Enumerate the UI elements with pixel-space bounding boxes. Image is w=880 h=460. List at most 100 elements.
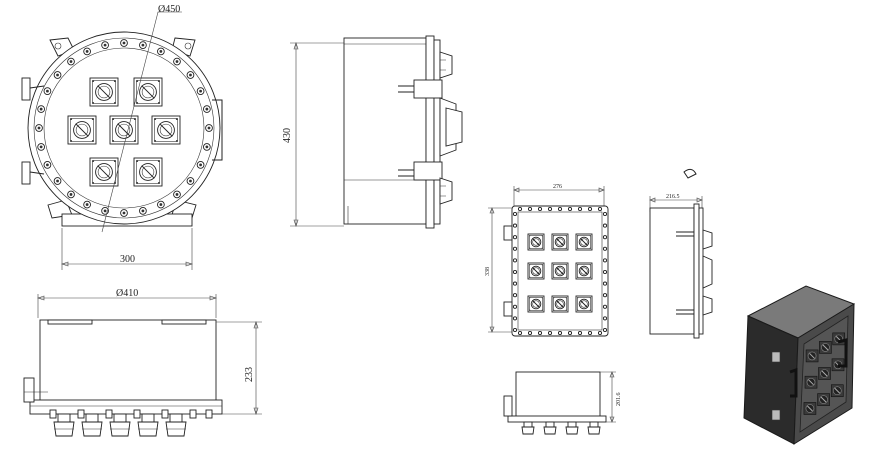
gland-nut (161, 409, 169, 419)
flange-bolt (527, 206, 533, 212)
flange-bolt (512, 304, 518, 309)
render-switch (830, 384, 844, 398)
flange-bolt (602, 258, 608, 263)
cable-gland (109, 413, 131, 437)
gland-nut (189, 409, 197, 419)
flange-bolt (512, 327, 518, 333)
switch-panel (551, 262, 569, 280)
flange-bolt (512, 293, 518, 298)
round-diameter-label: Ø450 (158, 4, 180, 15)
switch-panel (527, 295, 545, 313)
switch-panel (575, 295, 593, 313)
switch-panel (67, 115, 97, 145)
enclosure-3d-render (743, 285, 856, 445)
flange-bolt (602, 293, 608, 298)
cable-gland (587, 421, 601, 435)
flange-bolt (587, 330, 593, 336)
cable-gland (521, 421, 535, 435)
flange-bolt (512, 316, 518, 321)
flange-bolt (602, 269, 608, 275)
round-enclosure-side-view (290, 35, 463, 229)
render-switch (817, 393, 830, 406)
rect-height-label: 338 (485, 267, 491, 276)
flange-bolt (602, 327, 608, 333)
flange-bolt (567, 330, 573, 336)
flange-bolt (602, 304, 608, 309)
round-height-label: 430 (282, 128, 293, 143)
flange-bolt (602, 211, 608, 217)
flange-bolt (557, 206, 563, 212)
switch-panel (109, 115, 139, 145)
rect-width-label: 276 (553, 184, 562, 190)
flange-bolt (512, 269, 518, 275)
switch-panel (527, 262, 545, 280)
gland-nut (105, 409, 113, 419)
gland-nut (133, 409, 141, 419)
round-enclosure-front-view (23, 294, 262, 437)
cable-gland (81, 413, 103, 437)
rect-switch-panels (527, 233, 593, 313)
round-enclosure-face-view (21, 11, 223, 270)
switch-panel (527, 233, 545, 251)
switch-panel (151, 115, 181, 145)
cable-gland (165, 413, 187, 437)
switch-panel (89, 77, 119, 107)
flange-bolt (547, 330, 553, 336)
switch-panel (133, 157, 163, 187)
switch-panel (89, 157, 119, 187)
render-switch (819, 341, 832, 354)
round-front-diameter-label: Ø410 (116, 288, 138, 299)
render-switch (803, 402, 817, 415)
flange-bolt-ring (35, 39, 213, 217)
cable-gland (53, 413, 75, 437)
gland-nut (77, 409, 85, 419)
round-front-height-label: 233 (244, 367, 255, 382)
flange-bolt (512, 223, 518, 228)
flange-bolt (547, 206, 553, 212)
rect-enclosure-side-view (649, 168, 713, 339)
switch-panel (133, 77, 163, 107)
gland-nut (205, 409, 213, 419)
render-switch (805, 349, 819, 363)
round-width-label: 300 (120, 254, 135, 265)
switch-panel (551, 295, 569, 313)
switch-panel (575, 262, 593, 280)
flange-bolt (512, 281, 518, 286)
flange-bolt (602, 281, 608, 286)
rect-flange-bolts (512, 206, 608, 336)
flange-bolt (517, 330, 523, 336)
flange-bolt (512, 258, 518, 263)
gland-nut (49, 409, 57, 419)
cable-gland (137, 413, 159, 437)
rect-enclosure-front-view (488, 186, 609, 337)
render-switch (818, 367, 831, 380)
flange-bolt (567, 206, 573, 212)
flange-bolt (597, 330, 603, 336)
flange-bolt (602, 246, 608, 251)
rect-cable-glands (521, 421, 601, 435)
flange-bolt (577, 206, 583, 212)
switch-panel (575, 233, 593, 251)
flange-bolt (512, 235, 518, 240)
flange-bolt (602, 235, 608, 240)
rect-bottom-height-label: 201.6 (616, 393, 622, 407)
flange-bolt (512, 246, 518, 251)
switch-panel (551, 233, 569, 251)
flange-bolt (512, 211, 518, 217)
flange-bolt (527, 330, 533, 336)
flange-bolt (597, 206, 603, 212)
flange-bolt (577, 330, 583, 336)
flange-bolt (602, 223, 608, 228)
flange-bolt (587, 206, 593, 212)
cable-gland (543, 421, 557, 435)
flange-bolt (602, 316, 608, 321)
round-switch-panels (67, 77, 181, 187)
rect-depth-label: 216.5 (666, 194, 680, 200)
flange-bolt (537, 206, 543, 212)
flange-bolt (517, 206, 523, 212)
cable-gland (565, 421, 579, 435)
rect-enclosure-bottom-view (503, 371, 616, 435)
round-cable-glands (49, 409, 213, 437)
flange-bolt (557, 330, 563, 336)
